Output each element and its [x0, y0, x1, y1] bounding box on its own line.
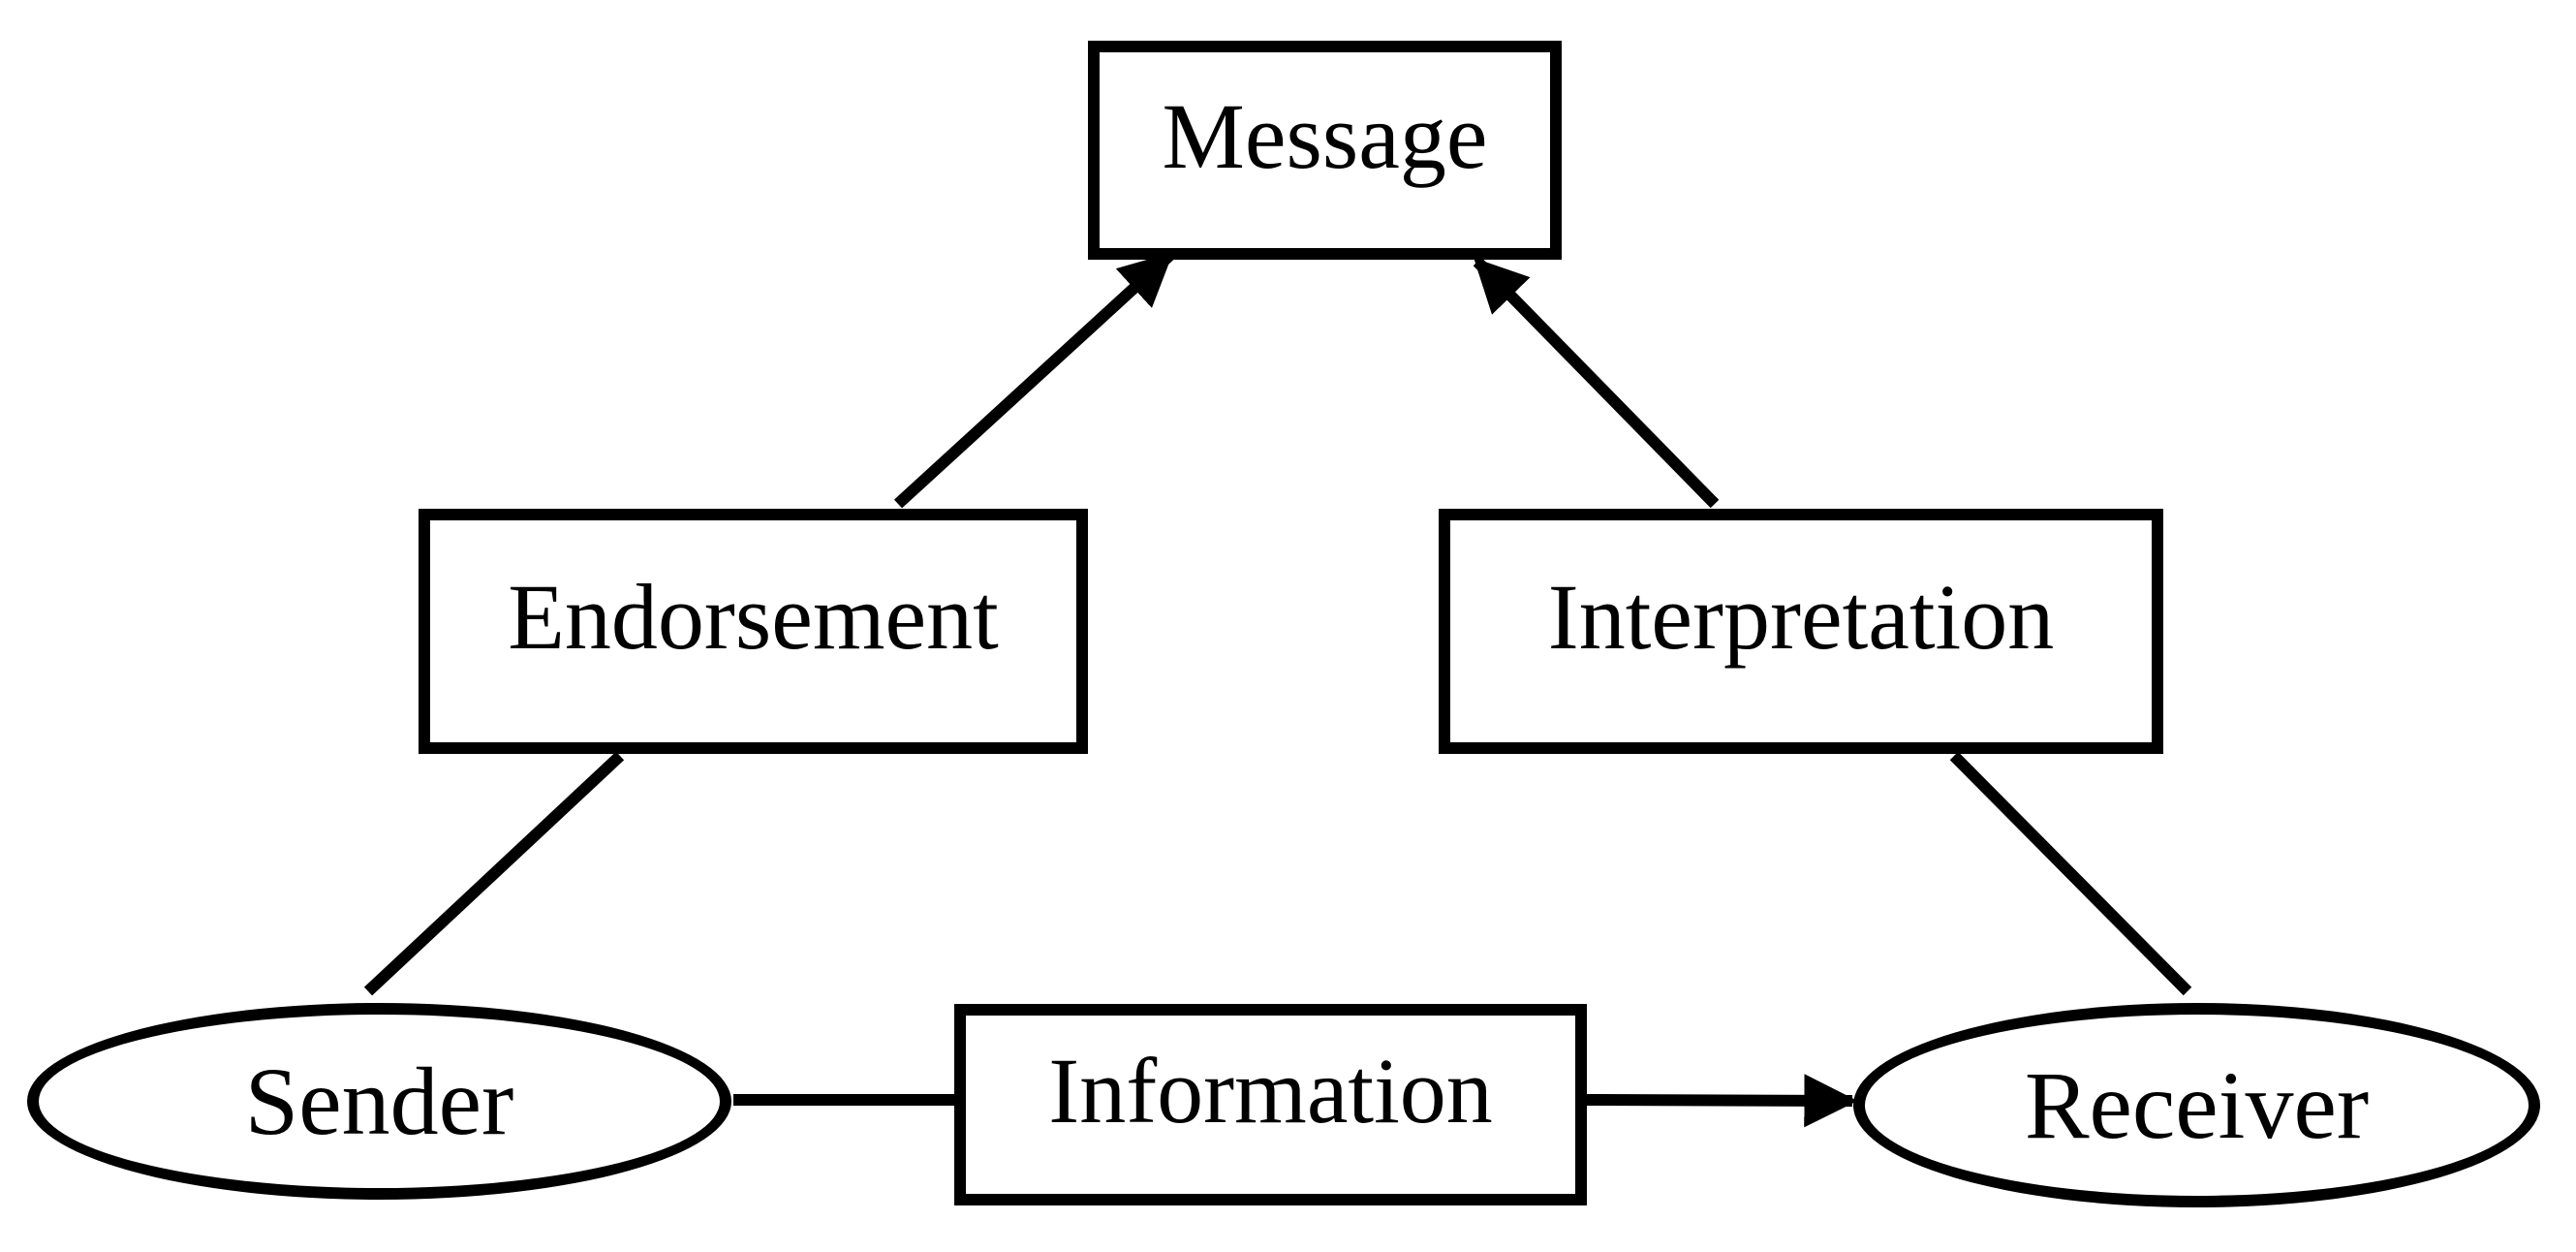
edge-endorsement-to-message-arrow [893, 251, 1174, 509]
node-interpretation-label: Interpretation [1547, 565, 2055, 669]
edge-information-to-receiver-arrow [1586, 1074, 1858, 1128]
node-message: Message [1088, 41, 1562, 260]
edge-interpretation-to-receiver-line [1949, 751, 2192, 996]
node-endorsement-label: Endorsement [508, 565, 999, 669]
node-endorsement: Endorsement [419, 509, 1088, 754]
node-information: Information [954, 1004, 1587, 1205]
node-interpretation: Interpretation [1439, 509, 2163, 754]
node-message-label: Message [1162, 83, 1488, 188]
node-information-label: Information [1048, 1038, 1493, 1142]
node-receiver-label: Receiver [2024, 1051, 2370, 1159]
edge-interpretation-to-message-arrow [1473, 257, 1720, 509]
node-receiver: Receiver [1853, 1003, 2540, 1207]
node-sender: Sender [27, 1003, 731, 1200]
node-sender-label: Sender [244, 1048, 514, 1155]
edge-endorsement-to-sender-line [363, 751, 625, 996]
